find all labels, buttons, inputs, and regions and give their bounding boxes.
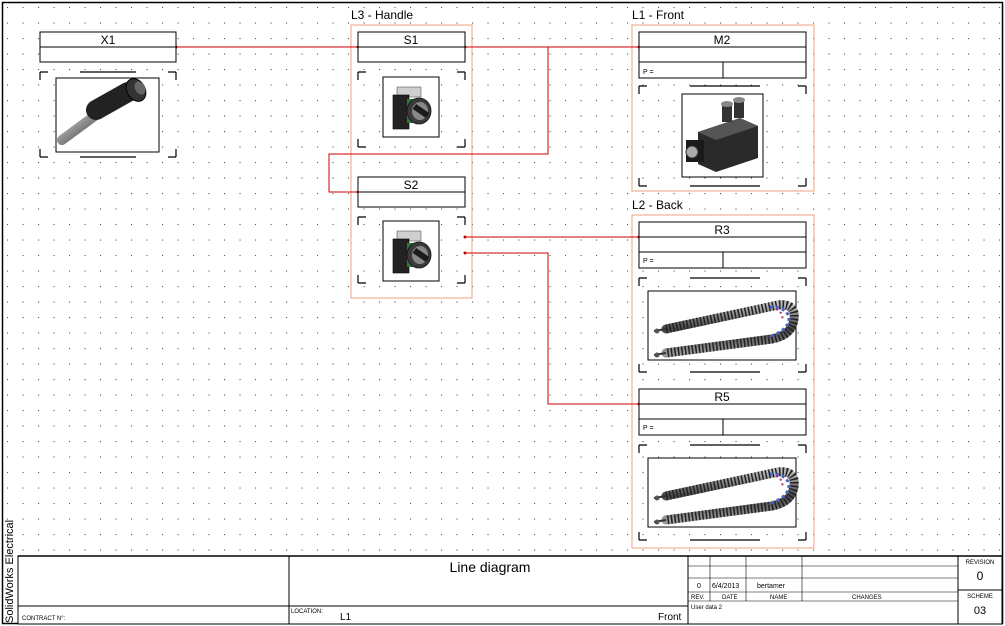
component-tag: S1 [404,33,419,47]
user-data: User data 2 [691,605,723,611]
heating-element-icon [648,458,796,527]
rev-header: REV. [691,595,705,601]
component-r3[interactable]: R3 P = [638,221,807,373]
scheme-value: 03 [974,605,986,617]
location-field-value: L1 [340,612,352,623]
component-s1[interactable]: S1 [357,31,466,148]
location-label-back: L2 - Back [632,198,684,212]
location-frame-handle [350,24,473,299]
power-label: P = [643,425,654,432]
wire-s1-s2 [328,47,549,193]
location-frame-front [631,24,815,192]
date-entry: 6/4/2013 [712,583,739,590]
key-switch-icon [382,220,440,282]
location-frame-back [631,214,815,549]
component-tag: X1 [101,33,116,47]
name-header: NAME [770,595,787,601]
component-x1[interactable]: X1 [39,31,177,158]
component-tag: R5 [714,390,730,404]
location-label-front: L1 - Front [632,8,685,22]
key-switch-icon [382,76,440,138]
connector-cable-icon [55,77,160,153]
component-tag: M2 [714,33,731,47]
component-tag: S2 [404,178,419,192]
rev-entry: 0 [697,583,701,590]
wires [176,46,639,405]
revision-label: REVISION [966,560,995,566]
wire-s2-r5 [465,252,639,405]
drawing-title: Line diagram [450,559,531,575]
grid-area [4,4,1001,557]
location-field-label: LOCATION: [291,609,323,615]
title-block: Line diagram CONTRACT N°: LOCATION: L1 F… [17,555,1003,625]
changes-header: CHANGES [852,595,882,601]
heating-element-icon [648,291,796,360]
servo-motor-icon [681,93,764,178]
power-label: P = [643,258,654,265]
component-s2[interactable]: S2 [357,176,466,284]
name-entry: bertamer [757,583,786,590]
date-header: DATE [722,595,738,601]
component-m2[interactable]: M2 P = [638,31,807,187]
power-label: P = [643,69,654,76]
contract-label: CONTRACT N°: [22,616,66,622]
scheme-label: SCHEME [967,594,993,600]
front-field-value: Front [658,612,682,623]
location-label-handle: L3 - Handle [351,8,413,22]
sheet-brand: SolidWorks Electrical [4,520,16,623]
revision-value: 0 [977,569,984,583]
component-r5[interactable]: R5 P = [638,388,807,541]
component-tag: R3 [714,223,730,237]
